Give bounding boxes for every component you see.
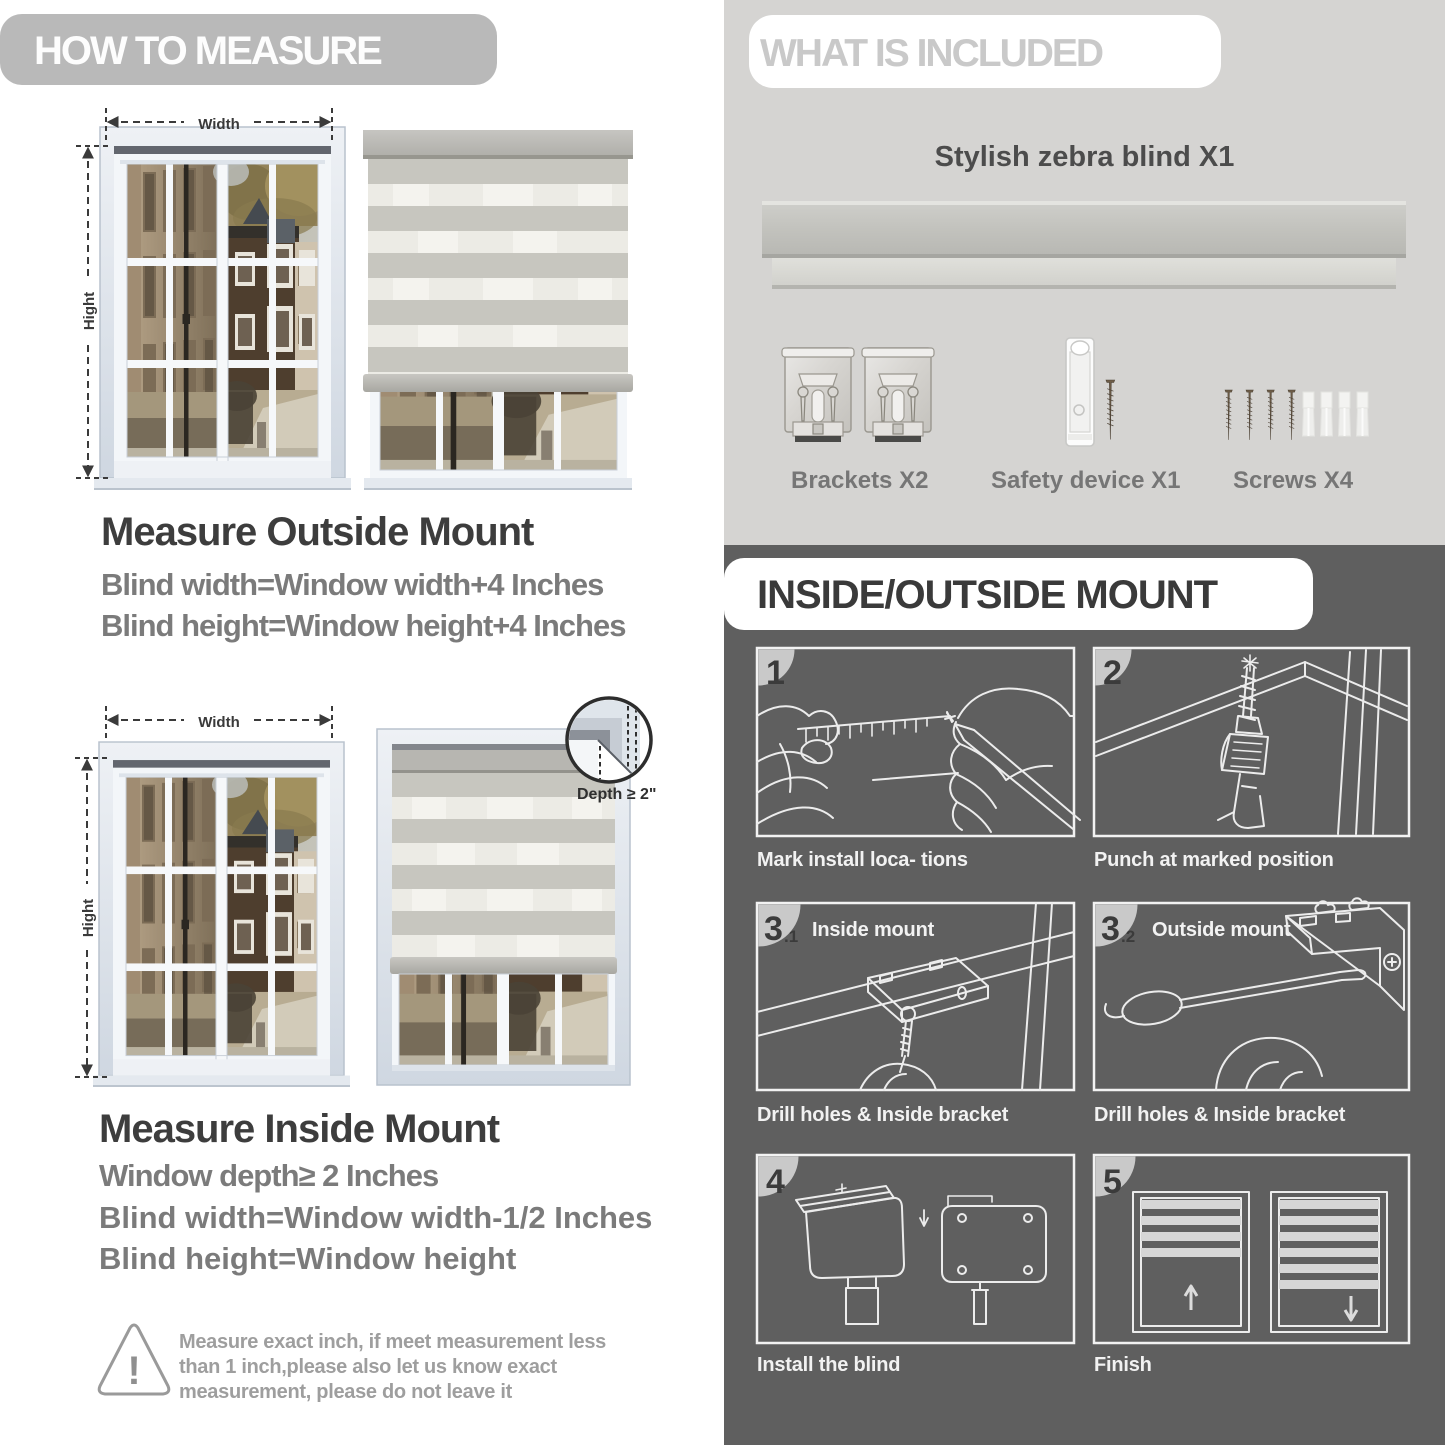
svg-text:1: 1 [766,654,785,692]
svg-text:Install the blind: Install the blind [757,1354,900,1376]
svg-text:Mark install loca- tions: Mark install loca- tions [757,849,968,871]
svg-text:Drill holes & Inside bracket: Drill holes & Inside bracket [1094,1104,1346,1126]
svg-text:Hight: Hight [81,292,98,330]
svg-text:Width: Width [198,714,240,731]
svg-text:!: ! [127,1349,140,1393]
svg-text:.2: .2 [1121,927,1135,946]
svg-text:3: 3 [764,910,783,948]
svg-text:Outside mount: Outside mount [1152,919,1291,941]
svg-text:4: 4 [766,1163,785,1201]
svg-text:Punch at marked position: Punch at marked position [1094,849,1334,871]
svg-text:Drill holes & Inside bracket: Drill holes & Inside bracket [757,1104,1009,1126]
svg-text:Finish: Finish [1094,1354,1152,1376]
svg-text:2: 2 [1103,654,1122,692]
svg-text:3: 3 [1101,910,1120,948]
svg-text:Hight: Hight [80,899,97,937]
svg-text:5: 5 [1103,1163,1122,1201]
svg-text:Width: Width [198,116,240,133]
svg-text:.1: .1 [784,927,798,946]
svg-text:Inside mount: Inside mount [812,919,935,941]
